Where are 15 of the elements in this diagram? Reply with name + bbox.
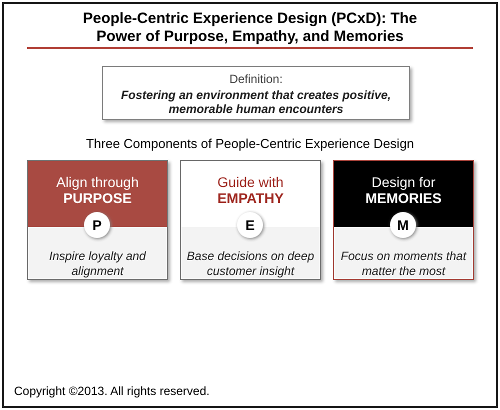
- letter-circle: E: [237, 212, 263, 238]
- component-card: [27, 160, 168, 280]
- card-description: Inspire loyalty and alignment: [48, 249, 147, 279]
- component-card: [333, 160, 474, 280]
- section-heading: Three Components of People-Centric Experience Design: [84, 136, 416, 151]
- title: People-Centric Experience Design (PCxD): The Power of Purpose, Empathy, and Memories: [82, 10, 418, 46]
- definition-text: Fostering an environment that creates positive, memorable human encounters: [120, 88, 392, 116]
- definition-box: [102, 66, 410, 120]
- card-description: Focus on moments that matter the most: [340, 249, 468, 279]
- letter-circle: M: [390, 212, 416, 238]
- copyright-note: Copyright ©2013. All rights reserved.: [14, 384, 210, 398]
- card-description: Base decisions on deep customer insight: [186, 249, 316, 279]
- component-card: [180, 160, 321, 280]
- definition-heading: Definition:: [228, 72, 284, 86]
- letter-circle: P: [84, 212, 110, 238]
